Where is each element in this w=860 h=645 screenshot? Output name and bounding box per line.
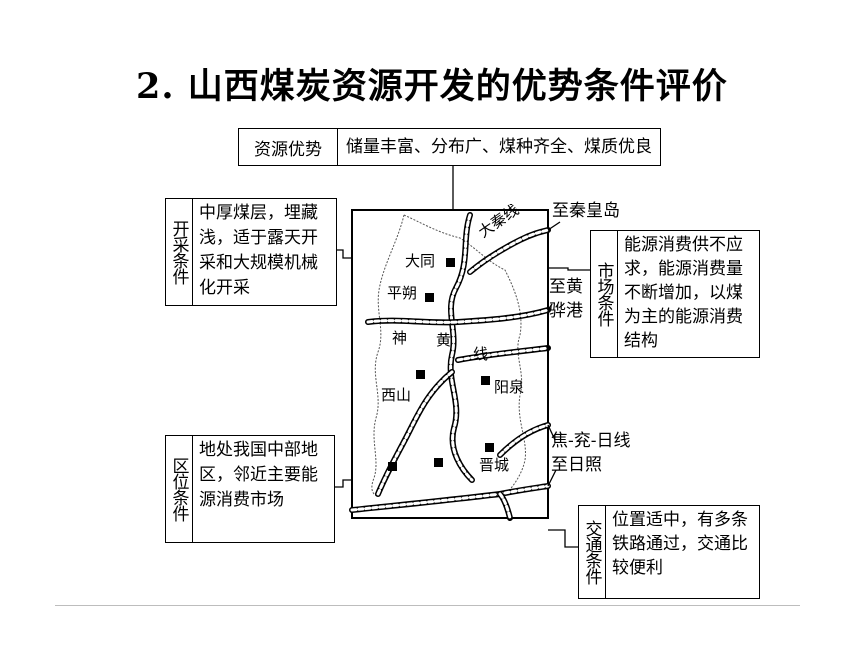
location-conditions-box: 区位条件 地处我国中部地区，邻近主要能源消费市场 — [165, 435, 335, 543]
connector-mining — [335, 249, 352, 259]
market-conditions-label: 市场条件 — [591, 231, 618, 357]
city-marker-yangquan — [481, 376, 490, 385]
city-marker-jincheng — [485, 443, 494, 452]
city-markers — [388, 258, 494, 471]
label-jincheng: 晋城 — [479, 456, 509, 474]
transport-conditions-text: 位置适中，有多条铁路通过，交通比较便利 — [612, 510, 748, 578]
bottom-divider — [55, 605, 800, 606]
page-title: 2. 山西煤炭资源开发的优势条件评价 — [136, 66, 728, 107]
mining-conditions-label: 开采条件 — [166, 199, 193, 305]
railways — [349, 212, 551, 521]
location-conditions-text: 地处我国中部地区，邻近主要能源消费市场 — [199, 440, 318, 510]
market-conditions-text: 能源消费供不应求，能源消费量不断增加，以煤为主的能源消费结构 — [624, 235, 743, 351]
resources-advantage-box: 资源优势 储量丰富、分布广、煤种齐全、煤质优良 — [238, 128, 661, 166]
connector-market — [548, 267, 590, 271]
city-marker-south-2 — [434, 458, 443, 467]
transport-conditions-box: 交通条件 位置适中，有多条铁路通过，交通比较便利 — [578, 505, 760, 599]
city-marker-datong — [446, 258, 455, 267]
label-jiaoyanri: 焦-兖-日线 — [551, 431, 631, 451]
label-shen: 神 — [392, 329, 407, 347]
location-conditions-label: 区位条件 — [166, 436, 193, 542]
label-datong: 大同 — [405, 252, 435, 270]
label-to-qinhuangdao: 至秦皇岛 — [552, 201, 620, 221]
market-conditions-box: 市场条件 能源消费供不应求，能源消费量不断增加，以煤为主的能源消费结构 — [590, 230, 760, 358]
label-huang: 黄 — [436, 331, 451, 349]
label-to-huanghua-1: 至黄 — [549, 277, 583, 297]
resources-advantage-label: 资源优势 — [239, 129, 338, 165]
mining-conditions-box: 开采条件 中厚煤层，埋藏浅，适于露天开采和大规模机械化开采 — [165, 198, 337, 306]
mining-conditions-text: 中厚煤层，埋藏浅，适于露天开采和大规模机械化开采 — [199, 203, 318, 298]
outlet-lines — [547, 221, 561, 487]
province-boundary — [371, 214, 526, 497]
city-marker-xishan — [416, 370, 425, 379]
transport-conditions-label: 交通条件 — [579, 506, 606, 598]
label-xian: 线 — [473, 345, 488, 363]
label-xishan: 西山 — [381, 386, 411, 404]
connector-location — [333, 479, 352, 488]
city-marker-pingshuo — [425, 293, 434, 302]
connector-transport — [548, 529, 578, 548]
label-to-rizhao: 至日照 — [551, 455, 602, 475]
city-marker-south-1 — [388, 462, 397, 471]
connector-lines — [333, 164, 590, 548]
label-pingshuo: 平朔 — [387, 284, 417, 302]
label-to-huanghua-2: 骅港 — [549, 301, 583, 321]
label-yangquan: 阳泉 — [494, 378, 524, 396]
resources-advantage-text: 储量丰富、分布广、煤种齐全、煤质优良 — [346, 136, 652, 157]
